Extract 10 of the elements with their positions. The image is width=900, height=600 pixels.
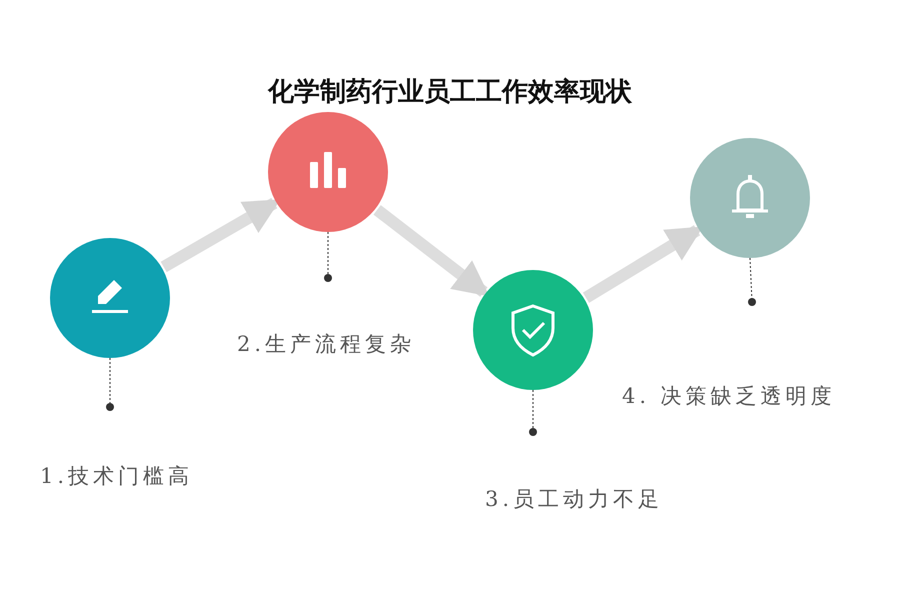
arrow [373, 205, 490, 297]
step-label: 3.员工动力不足 [485, 486, 664, 513]
diagram-title: 化学制药行业员工工作效率现状 [266, 76, 633, 109]
leader-line [748, 258, 756, 306]
step-label: 2.生产流程复杂 [237, 331, 416, 358]
step-label: 1.技术门槛高 [40, 463, 194, 490]
step-label: 4. 决策缺乏透明度 [622, 383, 836, 410]
leader-line [106, 358, 114, 411]
leader-line [529, 390, 537, 436]
leader-line [324, 232, 332, 282]
